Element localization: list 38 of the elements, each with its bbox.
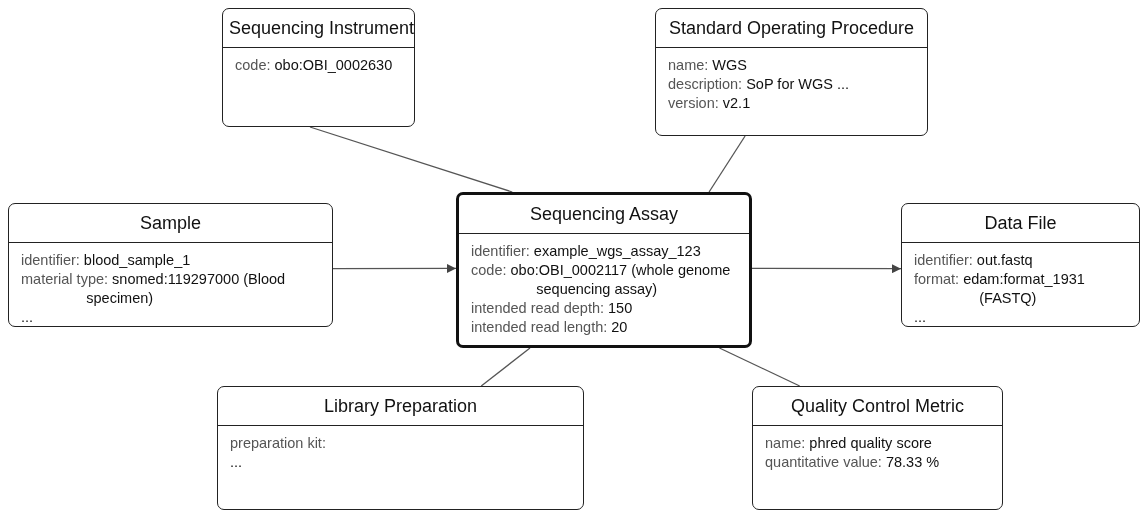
- entity-box: [655, 8, 928, 136]
- entity-box: [752, 386, 1003, 510]
- entity-title: Quality Control Metric: [753, 387, 1002, 426]
- attribute-text: format: edam:format_1931 (FASTQ): [914, 270, 1086, 308]
- attribute-text: ...: [230, 453, 244, 472]
- entity-title: Data File: [902, 204, 1139, 243]
- entity-box: [8, 203, 333, 327]
- entity-box: [217, 386, 584, 510]
- attribute-text: identifier: out.fastq: [914, 251, 1034, 270]
- attribute-text: description: SoP for WGS ...: [668, 75, 851, 94]
- entity-box: [456, 192, 752, 348]
- attribute-text: quantitative value: 78.33 %: [765, 453, 941, 472]
- attribute-text: identifier: blood_sample_1: [21, 251, 192, 270]
- entity-title: Sample: [9, 204, 332, 243]
- attribute-text: name: phred quality score: [765, 434, 933, 453]
- attribute-text: intended read depth: 150: [471, 299, 634, 318]
- connector-line: [708, 135, 746, 193]
- connector-line: [480, 347, 531, 387]
- attribute-text: material type: snomed:119297000 (Blood specimen): [21, 270, 287, 308]
- attribute-text: version: v2.1: [668, 94, 752, 113]
- entity-title: Library Preparation: [218, 387, 583, 426]
- connector-line: [718, 347, 801, 387]
- attribute-text: preparation kit:: [230, 434, 327, 453]
- attribute-text: name: WGS: [668, 56, 748, 75]
- connector-line: [332, 263, 457, 273]
- connector-line: [751, 264, 902, 274]
- entity-title: Sequencing Assay: [459, 195, 749, 234]
- connector-line: [309, 126, 513, 193]
- attribute-text: ...: [914, 308, 928, 327]
- attribute-text: code: obo:OBI_0002630: [235, 56, 394, 75]
- attribute-text: code: obo:OBI_0002117 (whole genome sequencing assay): [471, 261, 732, 299]
- attribute-text: intended read length: 20: [471, 318, 629, 337]
- entity-box: [222, 8, 415, 127]
- entity-title: Standard Operating Procedure: [656, 9, 927, 48]
- attribute-text: identifier: example_wgs_assay_123: [471, 242, 702, 261]
- entity-title: Sequencing Instrument: [223, 9, 414, 48]
- attribute-text: ...: [21, 308, 35, 327]
- entity-box: [901, 203, 1140, 327]
